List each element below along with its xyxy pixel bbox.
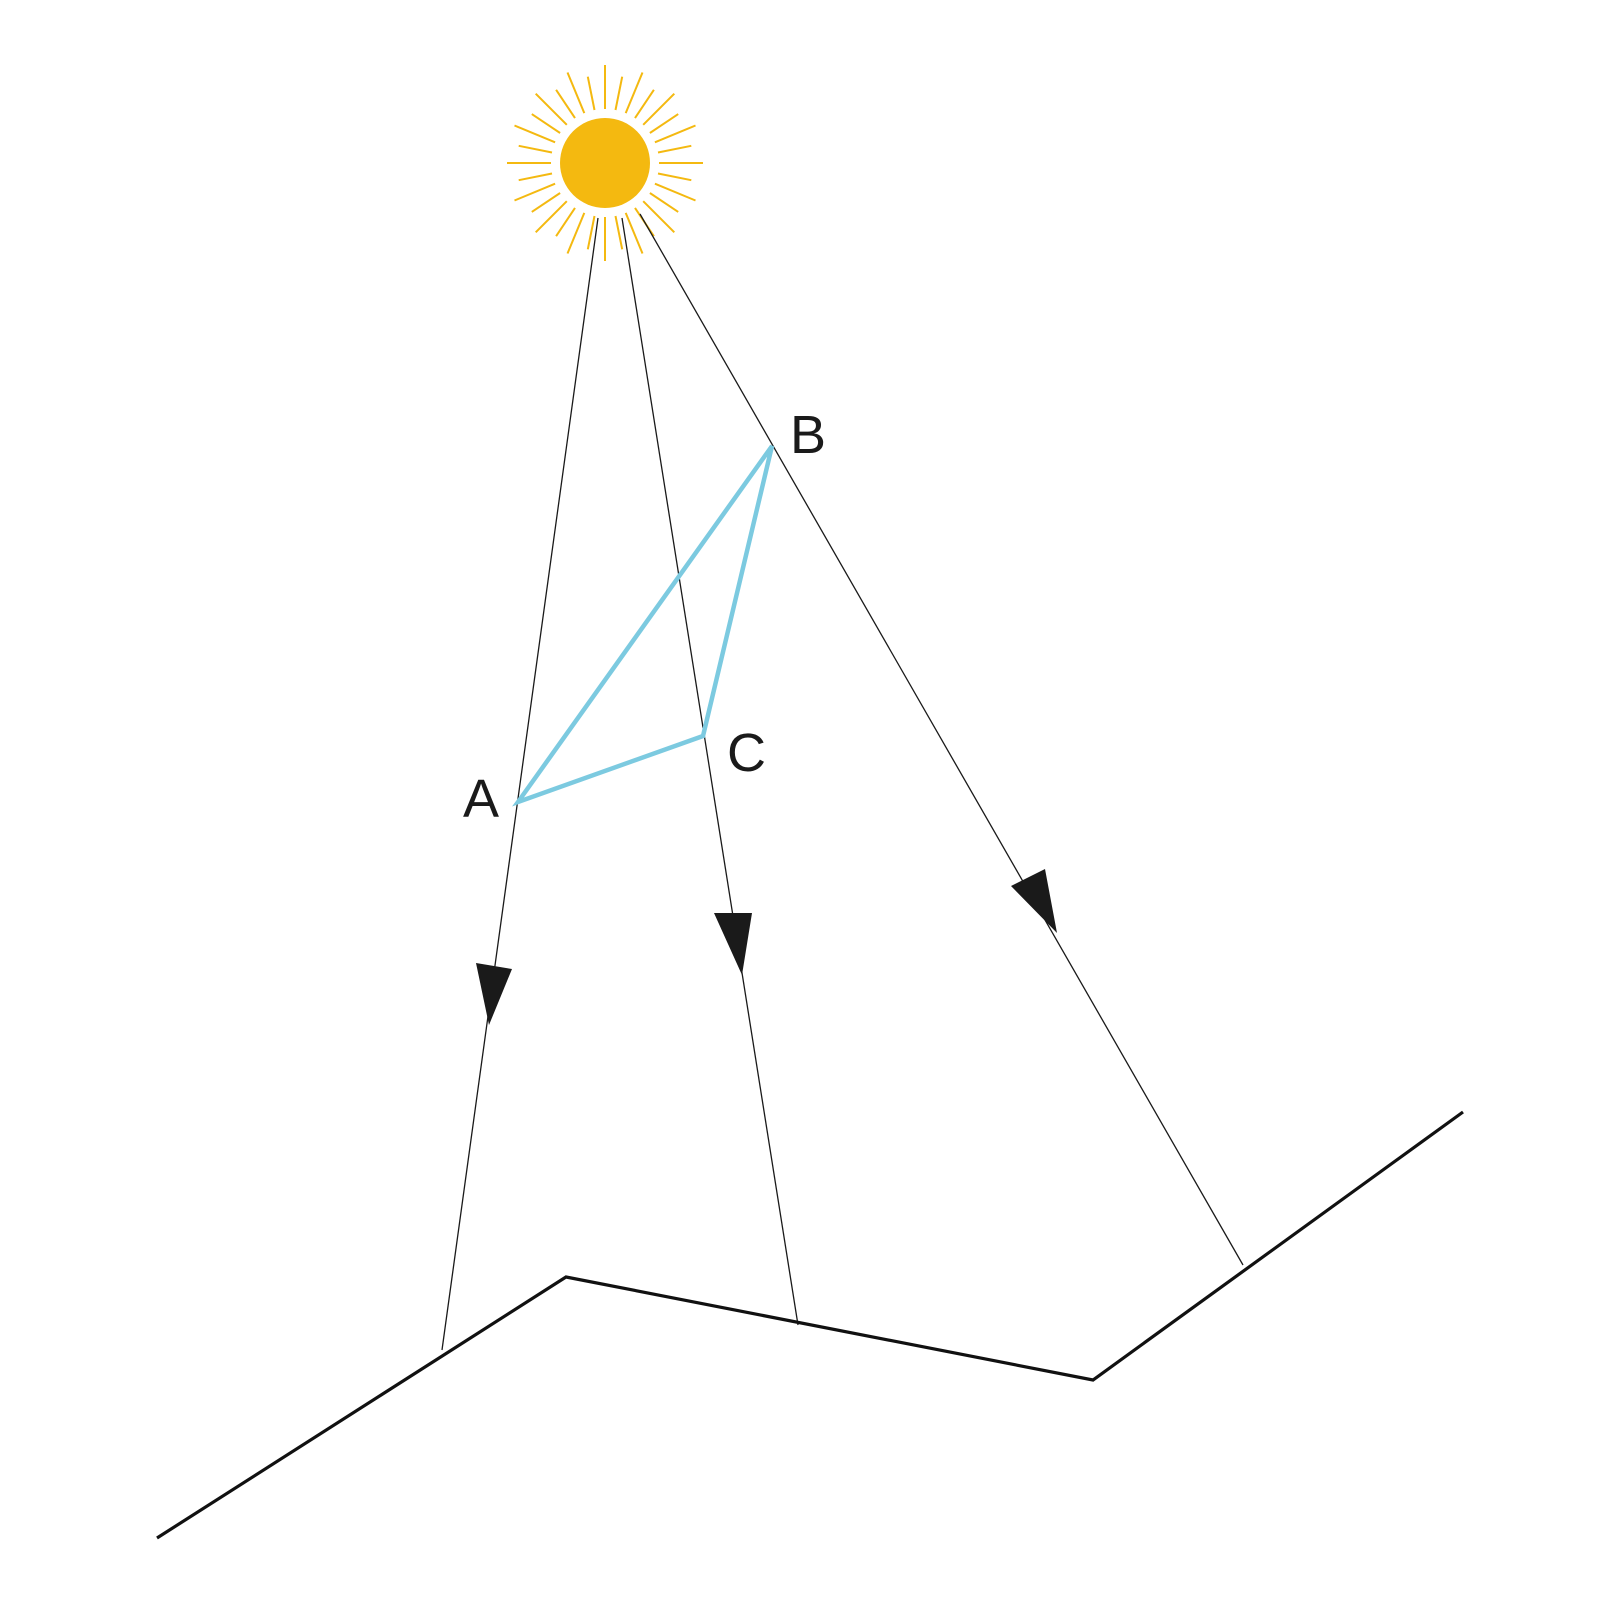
ray-arrowheads [476, 869, 1057, 1025]
sun-ray [514, 182, 556, 202]
sun-ray [624, 72, 644, 114]
sun-ray [649, 192, 679, 213]
sun-ray [586, 76, 596, 111]
sun-ray [654, 182, 696, 202]
point-label-b: B [790, 405, 826, 465]
light-ray-through-c [621, 217, 799, 1326]
triangle-abc [512, 444, 775, 807]
ground-line [156, 1110, 1464, 1540]
sun-disc [560, 118, 650, 208]
light-ray-through-a [441, 217, 599, 1351]
sun-ray [531, 192, 561, 213]
sun-ray [566, 212, 586, 254]
sun-ray [642, 92, 676, 126]
sun-ray [518, 144, 553, 154]
sun-ray [514, 124, 556, 144]
sun-ray [555, 89, 576, 119]
sun-icon [507, 65, 703, 261]
sun-ray [534, 92, 568, 126]
light-rays [441, 213, 1244, 1351]
sun-ray [649, 113, 679, 134]
arrowhead-down-icon [714, 913, 752, 975]
sun-ray [531, 113, 561, 134]
sun-ray [614, 215, 624, 250]
sun-rays [507, 65, 703, 261]
sun-ray [555, 207, 576, 237]
point-label-c: C [727, 723, 766, 783]
sun-ray [614, 76, 624, 111]
light-ray-through-b [639, 213, 1244, 1266]
sun-ray [657, 172, 692, 182]
sun-ray [586, 215, 596, 250]
sun-ray [634, 89, 655, 119]
sun-ray [624, 212, 644, 254]
arrowhead-down-icon [1011, 869, 1057, 933]
sun-ray [518, 172, 553, 182]
sun-ray [654, 124, 696, 144]
point-label-a: A [463, 769, 499, 829]
sun-ray [657, 144, 692, 154]
sun-ray [566, 72, 586, 114]
sun-ray [642, 200, 676, 234]
sun-ray [534, 200, 568, 234]
arrowhead-down-icon [476, 963, 512, 1025]
